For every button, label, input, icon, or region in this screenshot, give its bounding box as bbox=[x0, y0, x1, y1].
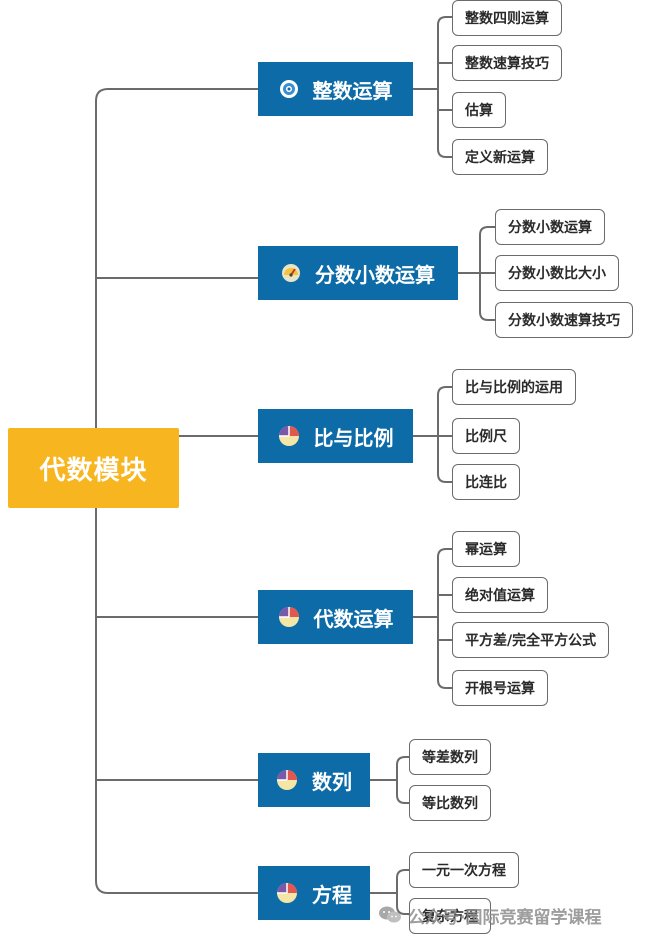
watermark-text: 公众号·国际竞赛留学课程 bbox=[408, 907, 602, 928]
target-icon bbox=[279, 79, 299, 99]
category-label: 整数运算 bbox=[312, 78, 393, 103]
leaf-node: 分数小数速算技巧 bbox=[495, 302, 633, 338]
category-label: 代数运算 bbox=[313, 606, 394, 631]
leaf-node: 整数速算技巧 bbox=[452, 45, 562, 81]
pie-chart-icon bbox=[278, 606, 300, 628]
root-label: 代数模块 bbox=[39, 455, 148, 486]
gauge-icon bbox=[281, 263, 301, 283]
leaf-node: 比例尺 bbox=[452, 418, 520, 454]
category-node-ratio: 比与比例 bbox=[258, 409, 413, 463]
leaf-node: 比与比例的运用 bbox=[452, 369, 576, 405]
leaf-node: 一元一次方程 bbox=[409, 852, 519, 888]
category-node-integer-ops: 整数运算 bbox=[258, 62, 413, 116]
leaf-node: 开根号运算 bbox=[452, 670, 548, 706]
leaf-node: 整数四则运算 bbox=[452, 0, 562, 36]
leaf-node: 等比数列 bbox=[409, 785, 491, 821]
category-node-equation: 方程 bbox=[258, 866, 370, 920]
leaf-node: 定义新运算 bbox=[452, 139, 548, 175]
leaf-node: 平方差/完全平方公式 bbox=[452, 622, 610, 658]
category-label: 比与比例 bbox=[313, 425, 394, 450]
leaf-node: 比连比 bbox=[452, 464, 520, 500]
category-label: 分数小数运算 bbox=[315, 262, 435, 287]
category-node-fraction-decimal: 分数小数运算 bbox=[258, 246, 458, 300]
pie-chart-icon bbox=[278, 425, 300, 447]
leaf-node: 幂运算 bbox=[452, 531, 520, 567]
category-node-algebra-ops: 代数运算 bbox=[258, 590, 413, 644]
leaf-node: 复杂方程 bbox=[409, 898, 491, 934]
leaf-node: 等差数列 bbox=[409, 739, 491, 775]
pie-chart-icon bbox=[276, 882, 298, 904]
leaf-node: 分数小数比大小 bbox=[495, 255, 619, 291]
pie-chart-icon bbox=[276, 769, 298, 791]
category-label: 方程 bbox=[312, 882, 352, 907]
wechat-icon bbox=[378, 905, 402, 925]
leaf-node: 分数小数运算 bbox=[495, 209, 605, 245]
watermark: 公众号·国际竞赛留学课程 bbox=[378, 900, 601, 930]
leaf-node: 绝对值运算 bbox=[452, 577, 548, 613]
root-node: 代数模块 bbox=[8, 428, 179, 508]
category-node-sequence: 数列 bbox=[258, 753, 370, 807]
leaf-node: 估算 bbox=[452, 92, 506, 128]
category-label: 数列 bbox=[312, 769, 352, 794]
